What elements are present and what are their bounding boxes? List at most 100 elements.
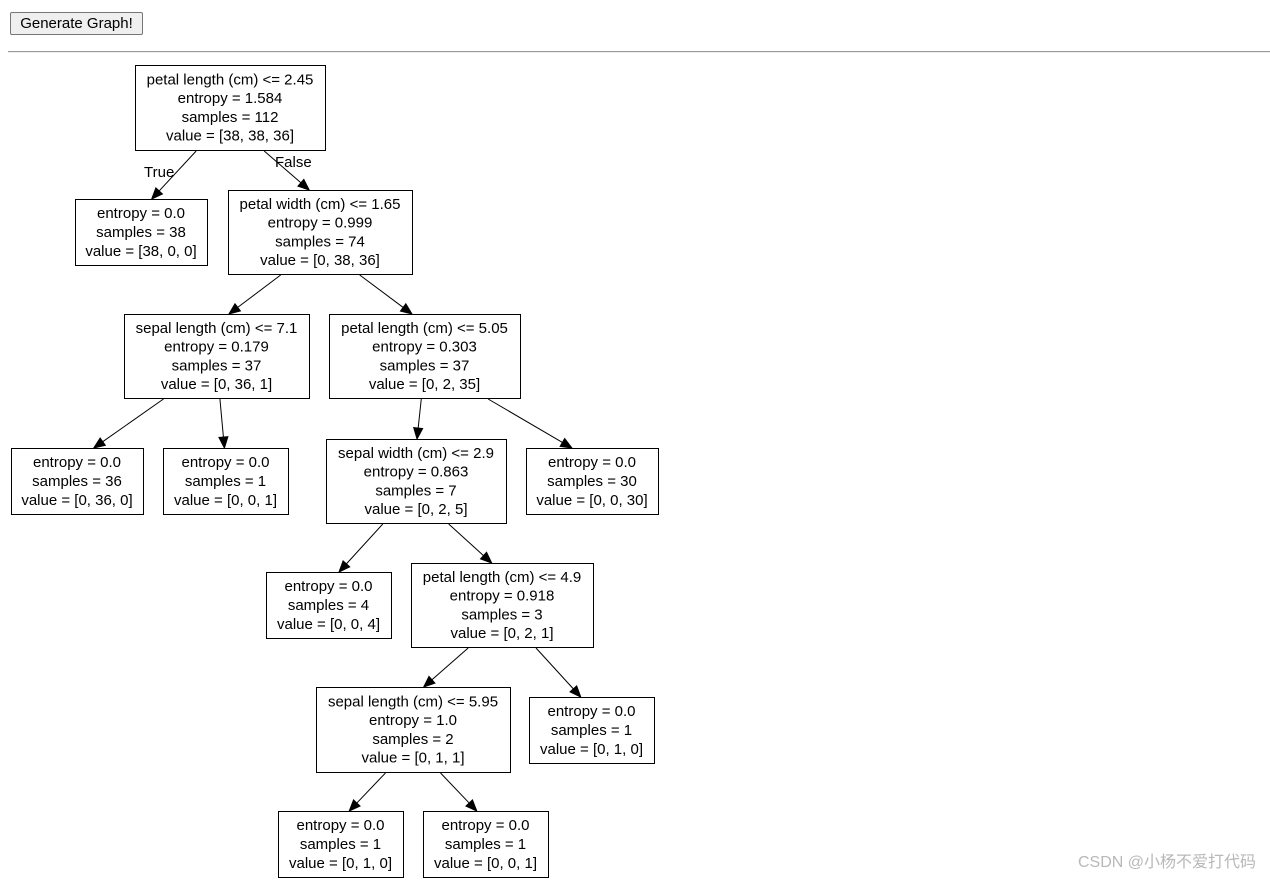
tree-node-box xyxy=(135,65,326,151)
tree-node-line: entropy = 0.0 xyxy=(548,454,636,471)
tree-node-line: value = [0, 1, 1] xyxy=(362,750,465,767)
arrowhead xyxy=(348,799,361,812)
tree-edge xyxy=(448,523,484,556)
arrowhead xyxy=(413,427,424,441)
tree-edge xyxy=(487,398,563,443)
tree-node-line: entropy = 0.303 xyxy=(372,339,477,356)
tree-node-line: value = [0, 2, 5] xyxy=(365,501,468,518)
tree-node-box xyxy=(326,439,507,524)
tree-node-line: sepal length (cm) <= 7.1 xyxy=(136,320,298,337)
tree-edge xyxy=(356,772,386,804)
tree-node-line: entropy = 0.0 xyxy=(442,817,530,834)
tree-node: petal width (cm) <= 1.65 entropy = 0.999s… xyxy=(228,190,413,275)
tree-node-line: petal length (cm) <= 4.9 xyxy=(423,569,581,586)
tree-node-line: value = [38, 0, 0] xyxy=(85,243,196,260)
tree-node: entropy = 0.0 samples = 36 value = [0, 36,… xyxy=(11,448,144,515)
tree-edge xyxy=(237,274,281,308)
tree-node-line: value = [0, 0, 1] xyxy=(434,855,537,872)
tree-node-line: value = [0, 1, 0] xyxy=(540,741,643,758)
arrowhead xyxy=(227,302,242,315)
tree-node-line: samples = 3 xyxy=(461,606,542,623)
arrowhead xyxy=(150,187,164,200)
tree-edge xyxy=(263,150,302,184)
tree-node-line: samples = 7 xyxy=(375,482,456,499)
tree-node-line: samples = 37 xyxy=(172,357,262,374)
tree-node-line: value = [0, 0, 1] xyxy=(174,492,277,509)
arrowhead xyxy=(218,436,229,450)
tree-node-line: entropy = 0.0 xyxy=(33,454,121,471)
tree-node-line: samples = 4 xyxy=(288,597,369,614)
arrowhead xyxy=(422,675,436,688)
tree-node-line: value = [0, 2, 1] xyxy=(451,625,554,642)
arrowhead xyxy=(338,559,351,573)
tree-node-line: sepal length (cm) <= 5.95 xyxy=(328,693,498,710)
tree-node: sepal length (cm) <= 7.1 entropy = 0.179s… xyxy=(124,314,310,399)
tree-node: petal length (cm) <= 2.45 entropy = 1.584… xyxy=(135,65,326,151)
tree-node-line: samples = 112 xyxy=(182,109,279,126)
tree-edges xyxy=(92,150,582,812)
tree-node-line: value = [0, 36, 0] xyxy=(21,492,132,509)
tree-node: entropy = 0.0 samples = 1 value = [0, 0, 1… xyxy=(423,811,549,878)
tree-node-line: samples = 38 xyxy=(96,224,186,241)
tree-edge xyxy=(346,523,384,565)
tree-node-line: samples = 1 xyxy=(300,836,381,853)
tree-node-box xyxy=(266,572,392,639)
tree-node-line: value = [0, 0, 30] xyxy=(536,492,647,509)
tree-node-line: entropy = 0.863 xyxy=(364,464,469,481)
tree-node-line: petal width (cm) <= 1.65 xyxy=(240,196,401,213)
tree-node: entropy = 0.0 samples = 1 value = [0, 1, 0… xyxy=(529,697,655,764)
tree-node: entropy = 0.0 samples = 4 value = [0, 0, 4… xyxy=(266,572,392,639)
tree-edge xyxy=(535,647,574,690)
tree-node-line: samples = 36 xyxy=(32,473,122,490)
arrowhead xyxy=(479,551,493,564)
tree-edge xyxy=(440,772,470,804)
tree-edge xyxy=(158,150,197,192)
tree-node-box xyxy=(11,448,144,515)
arrowhead xyxy=(399,302,414,315)
tree-node-box xyxy=(423,811,549,878)
tree-node-box xyxy=(278,811,404,878)
tree-node-line: value = [38, 38, 36] xyxy=(166,128,294,145)
tree-node-line: samples = 74 xyxy=(275,233,365,250)
tree-node-line: entropy = 0.0 xyxy=(548,703,636,720)
tree-node-line: value = [0, 1, 0] xyxy=(289,855,392,872)
tree-node-line: entropy = 0.0 xyxy=(182,454,270,471)
horizontal-rule xyxy=(8,51,1270,53)
edge-label-false: False xyxy=(275,154,312,171)
tree-node-line: samples = 1 xyxy=(445,836,526,853)
tree-node-box xyxy=(411,563,594,648)
tree-node-line: entropy = 0.999 xyxy=(268,215,373,232)
tree-node-line: samples = 1 xyxy=(551,722,632,739)
tree-node-line: samples = 30 xyxy=(547,473,637,490)
tree-node-line: entropy = 0.0 xyxy=(297,817,385,834)
tree-node-box xyxy=(163,448,289,515)
tree-node: entropy = 0.0 samples = 1 value = [0, 1, 0… xyxy=(278,811,404,878)
tree-node-line: value = [0, 38, 36] xyxy=(260,252,380,269)
tree-node-line: samples = 37 xyxy=(380,357,470,374)
tree-node-box xyxy=(526,448,659,515)
generate-graph-button[interactable]: Generate Graph! xyxy=(10,12,143,35)
tree-node-box xyxy=(329,314,521,399)
tree-node-line: samples = 1 xyxy=(185,473,266,490)
tree-node-line: value = [0, 36, 1] xyxy=(161,376,272,393)
tree-node-line: entropy = 1.584 xyxy=(178,90,283,107)
tree-node-line: value = [0, 0, 4] xyxy=(277,616,380,633)
tree-node-line: entropy = 0.918 xyxy=(450,588,555,605)
tree-node-box xyxy=(228,190,413,275)
tree-node-box xyxy=(316,687,511,773)
tree-edge xyxy=(219,398,224,438)
tree-node-line: entropy = 0.179 xyxy=(164,339,269,356)
tree-edge xyxy=(102,398,164,443)
tree-node-line: entropy = 0.0 xyxy=(97,205,185,222)
arrowhead xyxy=(569,684,582,698)
tree-edge xyxy=(417,398,422,429)
tree-node-line: samples = 2 xyxy=(372,731,453,748)
tree-node-box xyxy=(75,199,208,266)
tree-node-box xyxy=(124,314,310,399)
tree-node-line: petal length (cm) <= 2.45 xyxy=(147,71,314,88)
tree-node-line: entropy = 0.0 xyxy=(285,578,373,595)
